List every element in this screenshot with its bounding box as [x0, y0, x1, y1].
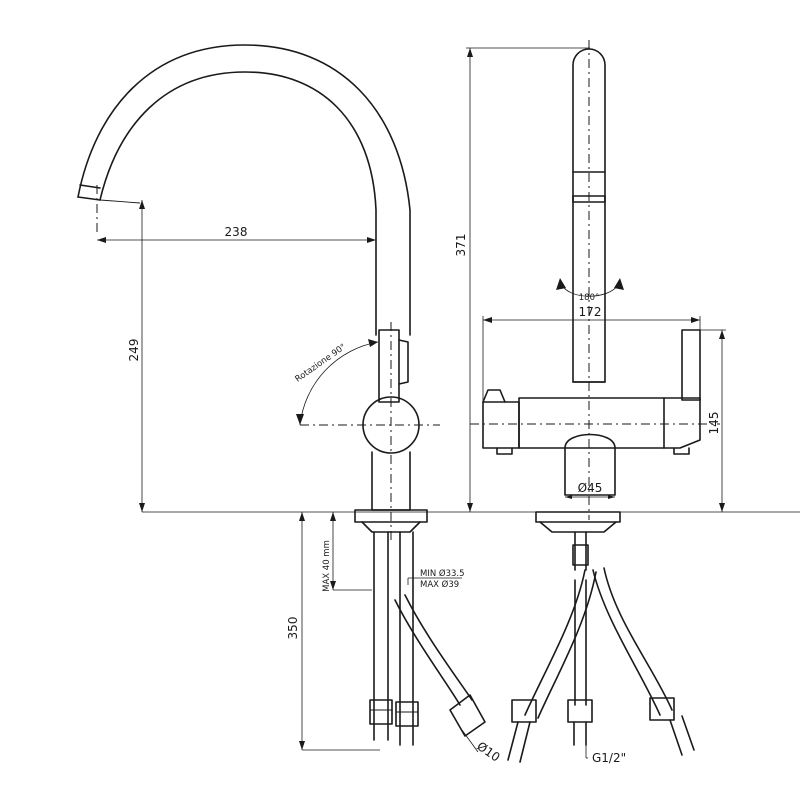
label-172: 172 — [579, 305, 602, 319]
spout — [77, 44, 411, 336]
label-371: 371 — [454, 234, 468, 257]
label-238: 238 — [225, 225, 248, 239]
front-view — [466, 40, 726, 763]
label-min-hole: MIN Ø33.5 — [420, 568, 465, 579]
label-max-40mm: MAX 40 mm — [322, 540, 332, 592]
label-rotation-90: Rotazione 90° — [294, 342, 349, 384]
side-hoses — [369, 531, 486, 746]
label-thread: G1/2" — [592, 751, 626, 765]
side-view — [77, 44, 800, 753]
label-249: 249 — [127, 339, 141, 362]
label-max-hole: MAX Ø39 — [420, 579, 459, 590]
label-hose-diameter: Ø10 — [474, 739, 502, 765]
front-hoses — [507, 531, 695, 763]
side-lever — [378, 329, 409, 403]
label-180: 180° — [579, 293, 599, 303]
label-145: 145 — [707, 412, 721, 435]
front-body — [482, 329, 701, 533]
label-350: 350 — [286, 617, 300, 640]
label-diameter-45: Ø45 — [578, 481, 603, 495]
